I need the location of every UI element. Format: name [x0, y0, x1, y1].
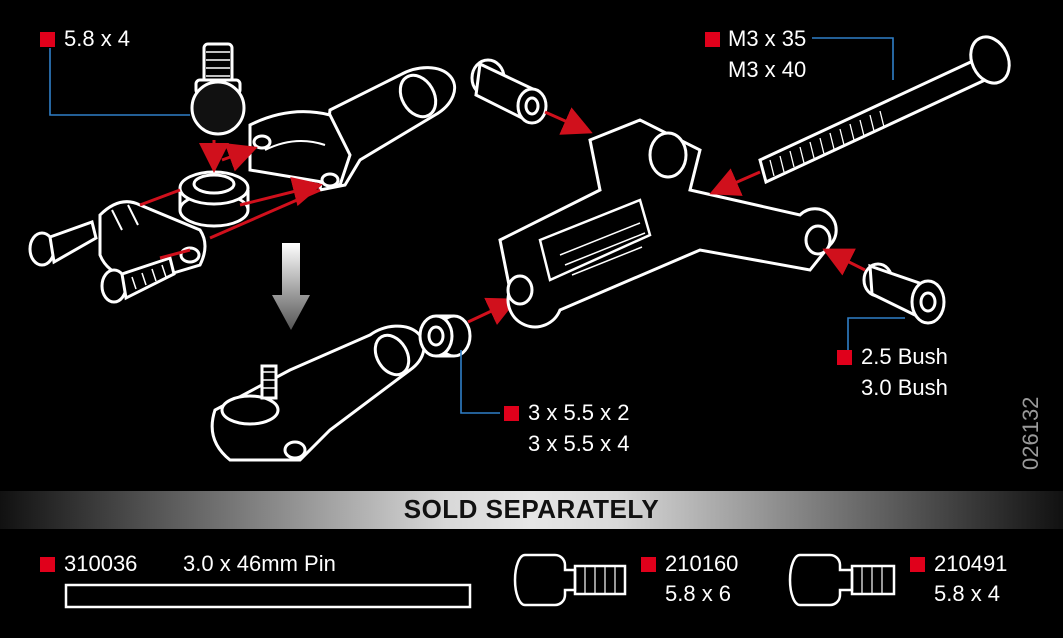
stud-b-size: 5.8 x 4 [934, 581, 1001, 606]
part-code: 026132 [1018, 396, 1043, 470]
pin-description: 3.0 x 46mm Pin [183, 551, 336, 576]
clamp-screw-lower [100, 256, 176, 304]
spacer-marker [504, 406, 519, 421]
pin-part-number: 310036 [64, 551, 138, 576]
assembly-arrows-left [139, 140, 323, 260]
bush-part-lower [862, 262, 946, 325]
bush-part-upper [470, 58, 548, 125]
ball-cup-part [178, 170, 250, 228]
ball-stud-part [190, 42, 246, 136]
bush-label-2: 3.0 Bush [861, 375, 948, 400]
long-screw-part [758, 35, 1011, 185]
clamp-screw-upper [28, 220, 98, 267]
screw-label-1: M3 x 35 [728, 26, 807, 51]
ball-stud-marker [40, 32, 55, 47]
ball-stud-label: 5.8 x 4 [64, 26, 131, 51]
bush-marker [837, 350, 852, 365]
clamp-rod-end [248, 66, 457, 192]
stud-b-marker [910, 557, 925, 572]
assembled-rod-end [210, 324, 426, 462]
ball-stud-b-part [788, 553, 896, 607]
spacer-part [418, 314, 472, 358]
bush-label-1: 2.5 Bush [861, 344, 948, 369]
spacer-label-1: 3 x 5.5 x 2 [528, 400, 630, 425]
pin-marker [40, 557, 55, 572]
screw-marker [705, 32, 720, 47]
stud-a-size: 5.8 x 6 [665, 581, 732, 606]
steering-arrows-right [544, 107, 866, 276]
stud-a-marker [641, 557, 656, 572]
stud-a-part-number: 210160 [665, 551, 739, 576]
screw-label-2: M3 x 40 [728, 57, 807, 82]
spacer-label-2: 3 x 5.5 x 4 [528, 431, 630, 456]
leader-lines [49, 37, 905, 414]
assembly-down-arrow [272, 243, 310, 330]
steering-arm-part [498, 118, 838, 329]
ball-stud-a-part [513, 553, 627, 607]
sold-separately-title: SOLD SEPARATELY [403, 494, 660, 524]
sold-separately-banner: SOLD SEPARATELY [0, 491, 1063, 529]
stud-b-part-number: 210491 [934, 551, 1008, 576]
pin-part [64, 583, 472, 609]
